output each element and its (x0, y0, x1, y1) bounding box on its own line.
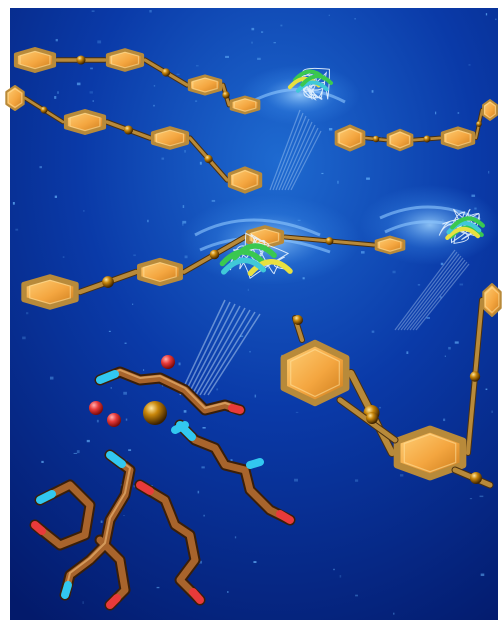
protein-ribbon (438, 208, 485, 244)
linker-ring (21, 274, 79, 310)
protein-ribbon-icon (219, 67, 485, 280)
linker-ring (150, 126, 190, 150)
aromatic-linker-chain (5, 47, 502, 489)
amino-acid-sticks (29, 366, 296, 611)
linker-ring (5, 85, 25, 111)
metal-center-sphere (143, 401, 167, 425)
linker-ring (440, 126, 476, 150)
linker-ring (105, 48, 145, 72)
linker-ring (482, 99, 498, 121)
linker-ring (374, 235, 406, 255)
energy-streaks (179, 109, 470, 396)
linker-ring (229, 95, 261, 115)
protein-ribbon (287, 67, 334, 101)
protein-ribbon (219, 232, 293, 280)
water-molecules (89, 355, 175, 427)
linker-ring (280, 339, 350, 407)
linker-ring (227, 166, 263, 194)
linker-ring (13, 47, 57, 73)
linker-ring (63, 109, 107, 135)
linker-ring (187, 74, 223, 96)
linker-ring (386, 128, 414, 152)
linker-ring (334, 124, 366, 152)
linker-ring (482, 283, 502, 317)
linker-ring (137, 257, 183, 287)
